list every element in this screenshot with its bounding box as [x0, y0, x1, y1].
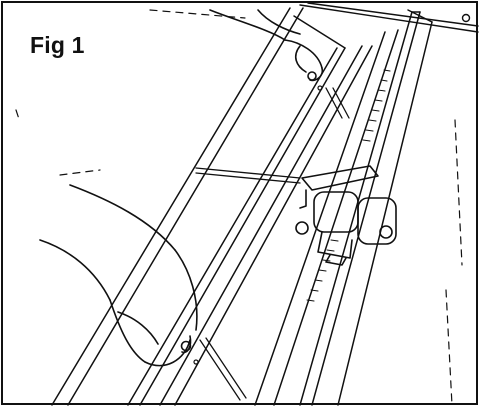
- hand-icon-lower: [39, 184, 198, 367]
- hand-icon: [209, 9, 324, 82]
- scale-ticks: [306, 69, 391, 302]
- board-pins: [193, 85, 323, 365]
- cutter-board: [51, 7, 373, 406]
- figure-label: Fig 1: [28, 32, 87, 58]
- table-corner: [299, 2, 479, 33]
- cross-brace: [195, 87, 350, 401]
- measuring-bar: [254, 9, 433, 406]
- clamp-icon: [295, 165, 397, 266]
